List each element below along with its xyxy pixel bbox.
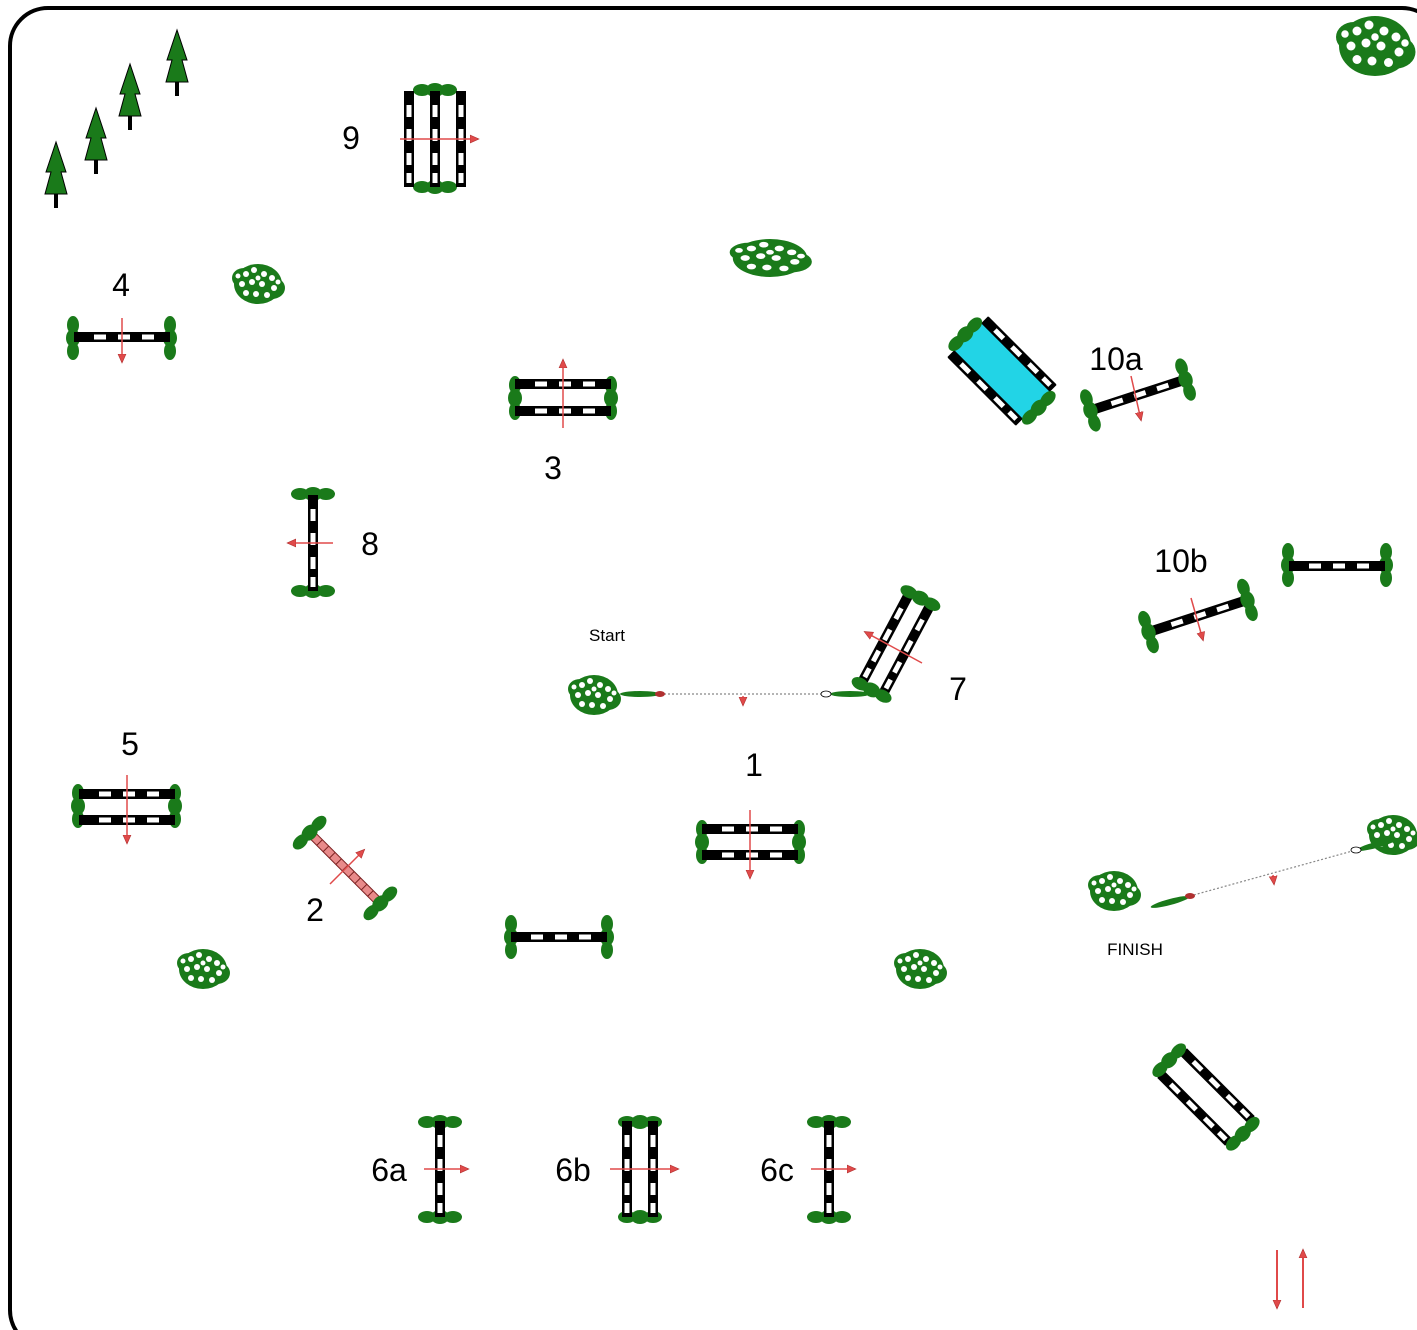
fence-7-label: 7 [949,671,967,707]
fence-6c-label: 6c [760,1152,794,1188]
fence-8-label: 8 [361,526,379,562]
fence-4: 4 [66,267,177,362]
fence-8: 8 [288,487,379,598]
finish-label: FINISH [1107,940,1163,959]
finish-line: FINISH [1107,839,1396,959]
direction-arrows-icon [1277,1250,1303,1308]
fence-6a-label: 6a [371,1152,407,1188]
fence-10b: 10b [1135,543,1261,656]
start-line: Start [589,626,870,705]
fence-1-label: 1 [745,747,763,783]
fence-6b-label: 6b [555,1152,591,1188]
fence-7: 7 [848,581,967,707]
fence-3: 3 [508,360,618,486]
fence-9-label: 9 [342,120,360,156]
fence-6a: 6a [371,1115,468,1224]
start-label: Start [589,626,625,645]
fence-2-label: 2 [306,892,324,928]
fence-10a: 10a [1076,341,1200,434]
fence-6b: 6b [555,1115,678,1224]
fence-1: 1 [695,747,806,878]
water-jump [944,313,1060,429]
fence-6c: 6c [760,1115,855,1224]
fence-5-label: 5 [121,726,139,762]
fence-10a-label: 10a [1089,341,1143,377]
fence-3-label: 3 [544,450,562,486]
fence-4-label: 4 [112,267,130,303]
fence-9: 9 [342,83,478,194]
fence-2: 2 [289,812,401,928]
arena-border [8,6,1417,1330]
fence-5: 5 [71,726,182,843]
fence-10b-label: 10b [1154,543,1207,579]
